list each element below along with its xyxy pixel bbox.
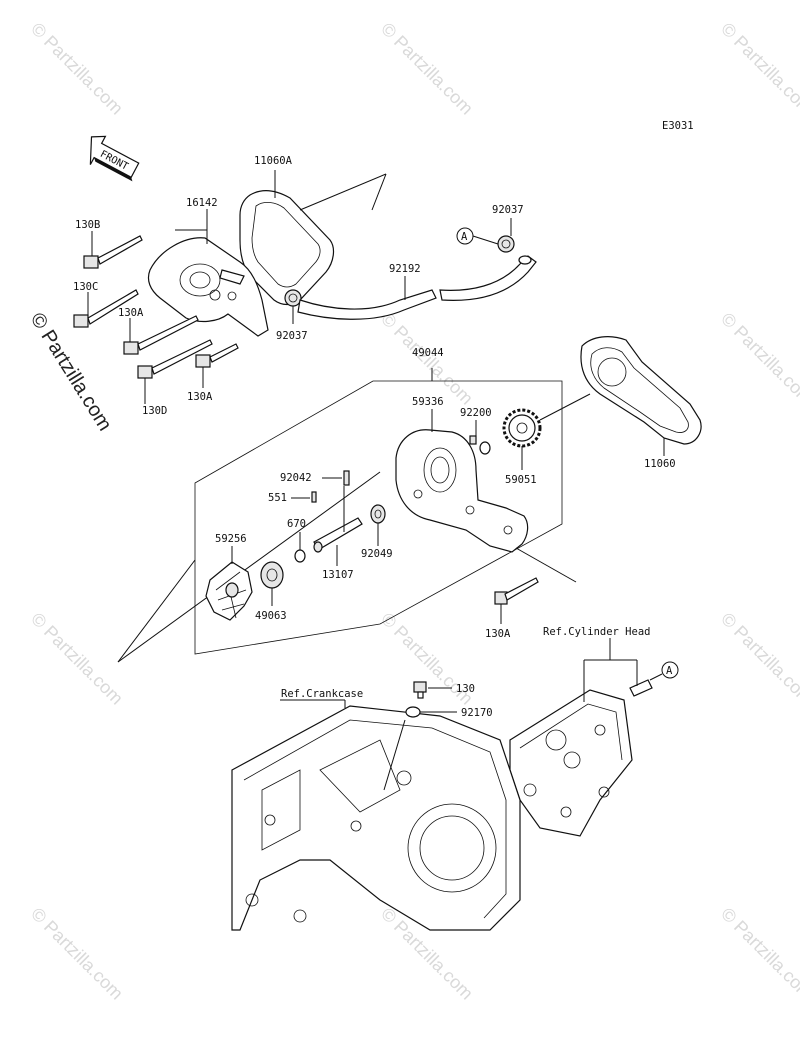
part-label-130d: 130D [142,405,167,417]
pin-92200 [469,435,477,445]
watermark: © Partzilla.com [27,19,127,119]
ref-label-cylinder-head: Ref.Cylinder Head [543,626,650,638]
impeller-59256 [205,561,253,621]
watermark: © Partzilla.com [27,609,127,709]
part-label-49044: 49044 [412,347,444,359]
part-label-130a-3: 130A [485,628,511,640]
part-label-11060: 11060 [644,458,676,470]
hose-92192 [297,255,537,320]
part-label-59256: 59256 [215,533,247,545]
pump-housing-59336 [395,429,529,553]
hose-fitting [629,679,653,697]
gear-59051 [502,408,542,448]
pump-assembly-box-49044 [117,368,563,663]
part-label-92200: 92200 [460,407,492,419]
part-label-59336: 59336 [412,396,444,408]
part-label-130b: 130B [75,219,100,231]
hose-clamp-92037-left [284,289,302,307]
plug-bolt-130 [413,681,427,699]
bolt-130a-lower [195,343,239,368]
gasket-11060 [580,336,702,445]
shaft-13107 [313,486,363,553]
o-ring-670 [294,549,306,563]
pin-551 [311,491,317,503]
front-arrow-icon: FRONT [89,135,140,182]
part-label-11060a: 11060A [254,155,293,167]
part-label-130c: 130C [73,281,98,293]
watermark: © Partzilla.com [717,309,800,409]
pump-cover-assembly [73,170,387,404]
part-label-92192: 92192 [389,263,421,275]
pump-cover-16142 [147,237,269,337]
watermark: © Partzilla.com [377,19,477,119]
part-label-130: 130 [456,683,475,695]
part-label-49063: 49063 [255,610,287,622]
callout-a-top: A [461,231,468,243]
washer-92200 [479,441,491,455]
part-label-130a-2: 130A [187,391,213,403]
part-label-92037-2: 92037 [492,204,524,216]
part-label-130a-1: 130A [118,307,144,319]
callout-a-bottom: A [666,665,673,677]
pin-92042 [343,470,350,486]
watermark: © Partzilla.com [27,904,127,1004]
gasket-11060a [239,190,335,306]
watermark: © Partzilla.com [717,904,800,1004]
part-label-13107: 13107 [322,569,354,581]
copyright-text: © Partzilla.com [26,309,116,435]
mechanical-seal-49063 [260,561,284,589]
hose-clamp-92037-right [497,235,515,253]
diagram-code: E3031 [662,120,694,132]
bolt-130a-pump [494,577,539,605]
bolt-130c [73,289,139,328]
part-label-670: 670 [287,518,306,530]
cylinder-head [509,689,633,837]
part-label-59051: 59051 [505,474,537,486]
watermark: © Partzilla.com [717,19,800,119]
part-label-16142: 16142 [186,197,218,209]
part-label-92037-1: 92037 [276,330,308,342]
part-label-551: 551 [268,492,287,504]
ref-label-crankcase: Ref.Crankcase [281,688,363,700]
part-label-92042: 92042 [280,472,312,484]
part-label-92049: 92049 [361,548,393,560]
washer-92170 [405,706,421,718]
watermark: © Partzilla.com [717,609,800,709]
bolt-130b [83,235,143,269]
part-label-92170: 92170 [461,707,493,719]
bolt-130a-upper [123,315,199,355]
seal-92049 [370,504,386,524]
crankcase [231,705,521,931]
